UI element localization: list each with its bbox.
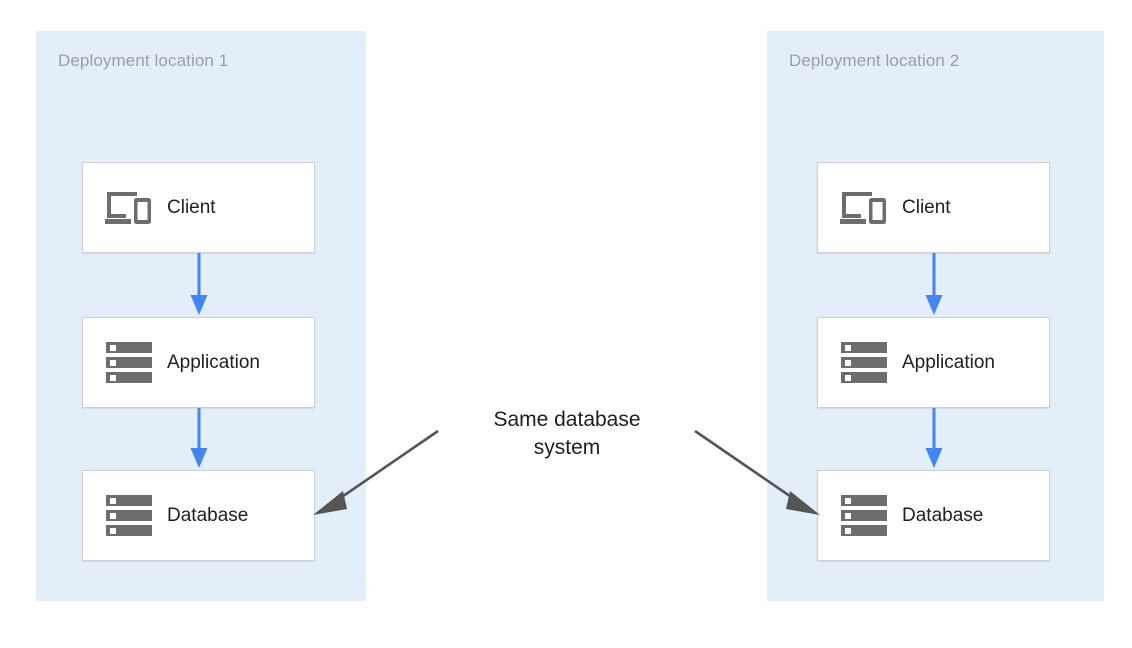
node-client-2[interactable]: Client — [817, 162, 1050, 253]
node-client-2-label: Client — [902, 196, 951, 218]
server-bar — [841, 495, 887, 506]
devices-icon — [836, 190, 892, 226]
node-database-1-label: Database — [167, 504, 249, 526]
server-bar — [106, 357, 152, 368]
server-bar — [841, 525, 887, 536]
node-application-1-label: Application — [167, 351, 260, 373]
node-application-1[interactable]: Application — [82, 317, 315, 408]
flow-arrow-application-to-database-1 — [190, 408, 208, 470]
devices-icon — [101, 190, 157, 226]
server-icon — [101, 342, 157, 383]
node-database-1[interactable]: Database — [82, 470, 315, 561]
node-application-2[interactable]: Application — [817, 317, 1050, 408]
server-bar — [106, 342, 152, 353]
zone-1-title: Deployment location 1 — [58, 51, 229, 70]
server-bar — [841, 372, 887, 383]
flow-arrow-client-to-application-1 — [190, 253, 208, 317]
annotation-label-line-1: Same database — [493, 408, 641, 431]
annotation-label: Same database system — [441, 406, 693, 462]
flow-arrow-application-to-database-2 — [925, 408, 943, 470]
server-bar — [106, 372, 152, 383]
server-bar — [841, 510, 887, 521]
server-icon — [836, 342, 892, 383]
node-client-1-label: Client — [167, 196, 216, 218]
node-application-2-label: Application — [902, 351, 995, 373]
node-database-2[interactable]: Database — [817, 470, 1050, 561]
server-bar — [106, 525, 152, 536]
node-client-1[interactable]: Client — [82, 162, 315, 253]
server-icon — [836, 495, 892, 536]
server-icon — [101, 495, 157, 536]
zone-2-title: Deployment location 2 — [789, 51, 960, 70]
server-bar — [106, 495, 152, 506]
node-database-2-label: Database — [902, 504, 984, 526]
server-bar — [106, 510, 152, 521]
server-bar — [841, 357, 887, 368]
server-bar — [841, 342, 887, 353]
annotation-label-line-2: system — [533, 436, 601, 459]
flow-arrow-client-to-application-2 — [925, 253, 943, 317]
